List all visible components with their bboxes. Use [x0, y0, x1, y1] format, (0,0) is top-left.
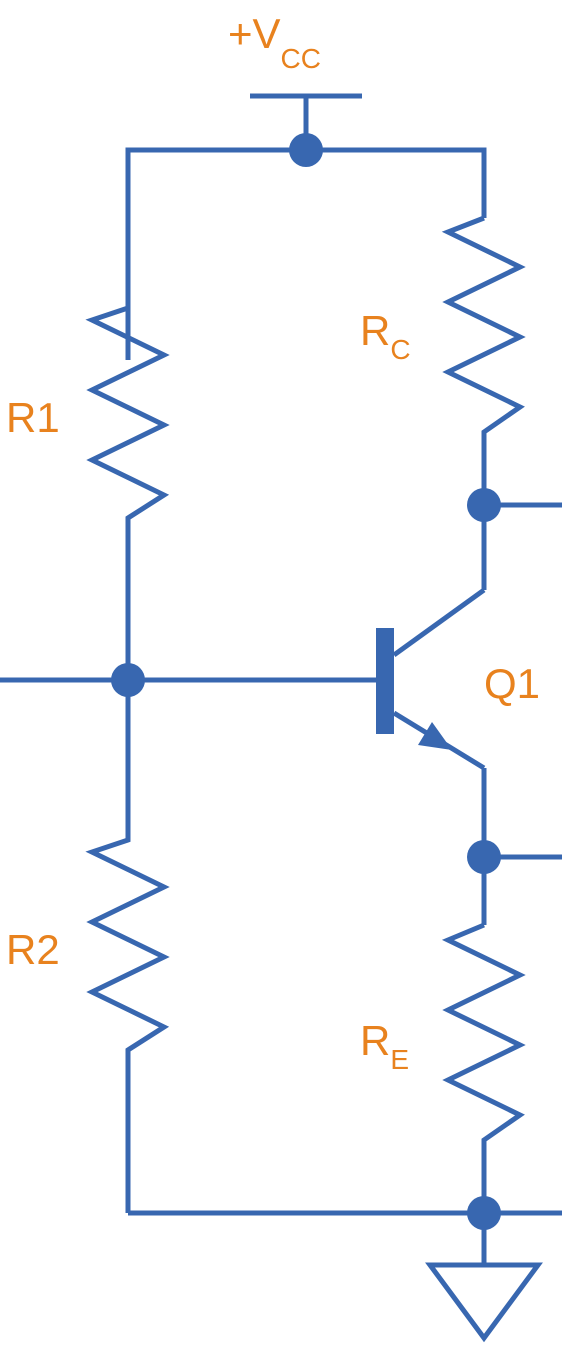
re-label-main: R: [360, 1017, 390, 1064]
q1-base-bar: [376, 628, 394, 734]
junction-dot-base: [111, 663, 145, 697]
q1-collector-lead: [392, 587, 486, 658]
re-label-sub: E: [390, 1044, 409, 1075]
rc-label: RC: [360, 307, 411, 365]
r2-label: R2: [6, 926, 60, 973]
rc-resistor: [441, 215, 526, 590]
ground-icon: [425, 1262, 543, 1343]
top-rail: [125, 147, 487, 360]
supply-label-main: +V: [228, 10, 281, 57]
supply-label: +VCC: [228, 10, 321, 74]
junction-dot-ground: [467, 1196, 501, 1230]
supply-label-sub: CC: [281, 43, 321, 74]
r1-resistor: [85, 305, 170, 680]
rc-label-sub: C: [390, 334, 410, 365]
re-resistor: [441, 922, 526, 1265]
junctions: [111, 133, 501, 1230]
r1-label: R1: [6, 394, 60, 441]
junction-dot-supply: [289, 133, 323, 167]
rc-label-main: R: [360, 307, 390, 354]
q1-emitter-arrow-icon: [418, 722, 452, 750]
junction-dot-emitter: [467, 840, 501, 874]
r2-resistor: [85, 680, 170, 1213]
q1-transistor: [376, 587, 486, 771]
q1-label: Q1: [484, 660, 540, 707]
re-label: RE: [360, 1017, 409, 1075]
junction-dot-collector: [467, 488, 501, 522]
